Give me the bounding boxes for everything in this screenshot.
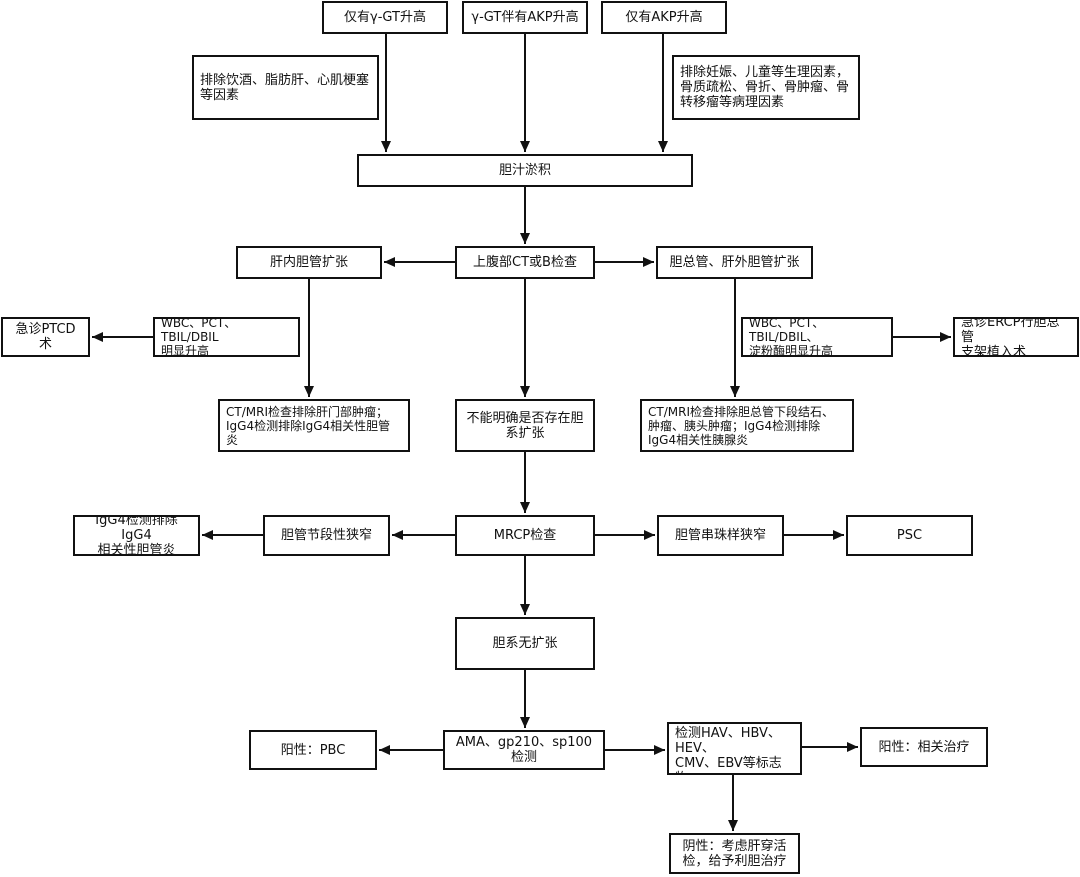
node-positive-related: 阳性：相关治疗 xyxy=(860,727,988,767)
node-ercp-label: 急诊ERCP行胆总管 支架植入术 xyxy=(961,317,1060,357)
node-ggt-akp: γ-GT伴有AKP升高 xyxy=(462,1,588,34)
node-intrahepatic-dilation: 肝内胆管扩张 xyxy=(236,246,382,279)
node-only-ggt-label: 仅有γ-GT升高 xyxy=(344,10,426,25)
node-uncertain: 不能明确是否存在胆系扩张 xyxy=(455,399,595,452)
node-uncertain-label: 不能明确是否存在胆系扩张 xyxy=(466,410,584,441)
arrow-mrcp-to-segmental-head xyxy=(392,530,403,540)
node-exclude-physio-label: 排除妊娠、儿童等生理因素，骨质疏松、骨折、骨肿瘤、骨转移瘤等病理因素 xyxy=(680,65,850,110)
arrow-ct-to-extrahepatic-head xyxy=(643,257,654,267)
arrow-negative-to-biopsy-head xyxy=(728,820,738,831)
node-mrcp: MRCP检查 xyxy=(455,515,595,556)
arrow-only-akp-to-cholestasis-head xyxy=(658,141,668,152)
arrow-no-dilation-to-ama-head xyxy=(520,717,530,728)
node-psc-label: PSC xyxy=(896,528,923,543)
arrow-ama-to-negative-head xyxy=(654,745,665,755)
arrow-negative-to-related-head xyxy=(847,742,858,752)
arrow-mrcp-to-beaded-head xyxy=(644,530,655,540)
node-ct-mri-left: CT/MRI检查排除肝门部肿瘤； IgG4检测排除IgG4相关性胆管炎 xyxy=(218,399,410,452)
node-ct-exam-label: 上腹部CT或B检查 xyxy=(473,255,577,270)
arrow-ct-to-intrahepatic-head xyxy=(384,257,395,267)
node-positive-pbc: 阳性：PBC xyxy=(249,730,377,770)
node-ggt-akp-label: γ-GT伴有AKP升高 xyxy=(471,10,579,25)
node-psc: PSC xyxy=(846,515,973,556)
node-cholestasis: 胆汁淤积 xyxy=(357,154,693,187)
node-wbc-right-label: WBC、PCT、TBIL/DBIL、 淀粉酶明显升高 xyxy=(749,317,834,357)
node-mrcp-label: MRCP检查 xyxy=(493,528,557,543)
arrow-ct-to-uncertain-head xyxy=(520,386,530,397)
node-negative-biopsy-label: 阴性：考虑肝穿活 检，给予利胆治疗 xyxy=(682,838,787,869)
node-segmental-stricture-label: 胆管节段性狭窄 xyxy=(280,528,372,543)
node-ptcd: 急诊PTCD术 xyxy=(1,317,90,357)
node-ct-mri-right: CT/MRI检查排除胆总管下段结石、 肿瘤、胰头肿瘤；IgG4检测排除 IgG4… xyxy=(640,399,854,452)
node-positive-pbc-label: 阳性：PBC xyxy=(280,742,346,758)
node-exclude-alcohol: 排除饮酒、脂肪肝、心肌梗塞等因素 xyxy=(192,55,379,120)
node-only-akp-label: 仅有AKP升高 xyxy=(625,10,703,25)
node-beaded-stricture-label: 胆管串珠样狭窄 xyxy=(674,528,766,543)
node-igg4-cholangitis: IgG4检测排除IgG4 相关性胆管炎 xyxy=(73,515,200,556)
arrow-segmental-to-igg4-head xyxy=(202,530,213,540)
arrow-mrcp-to-no-dilation-head xyxy=(520,604,530,615)
node-no-dilation: 胆系无扩张 xyxy=(455,617,595,670)
node-ct-mri-right-label: CT/MRI检查排除胆总管下段结石、 肿瘤、胰头肿瘤；IgG4检测排除 IgG4… xyxy=(648,404,834,447)
node-exclude-physio: 排除妊娠、儿童等生理因素，骨质疏松、骨折、骨肿瘤、骨转移瘤等病理因素 xyxy=(672,55,860,120)
arrow-beaded-to-psc-head xyxy=(833,530,844,540)
node-cholestasis-label: 胆汁淤积 xyxy=(498,163,551,178)
arrow-ama-to-pbc-head xyxy=(379,745,390,755)
node-ama-test: AMA、gp210、sp100检测 xyxy=(443,730,605,770)
node-only-akp: 仅有AKP升高 xyxy=(601,1,727,34)
node-intrahepatic-dilation-label: 肝内胆管扩张 xyxy=(269,255,348,270)
node-segmental-stricture: 胆管节段性狭窄 xyxy=(263,515,390,556)
node-ama-test-label: AMA、gp210、sp100检测 xyxy=(455,735,593,765)
node-negative-drug: 阴性：询问用药史， 检测HAV、HBV、HEV、 CMV、EBV等标志物 xyxy=(667,722,802,775)
node-extrahepatic-dilation-label: 胆总管、肝外胆管扩张 xyxy=(669,255,800,270)
node-ptcd-label: 急诊PTCD术 xyxy=(15,322,76,352)
arrow-uncertain-to-mrcp-head xyxy=(520,502,530,513)
node-ct-mri-left-label: CT/MRI检查排除肝门部肿瘤； IgG4检测排除IgG4相关性胆管炎 xyxy=(226,404,391,447)
node-ercp: 急诊ERCP行胆总管 支架植入术 xyxy=(953,317,1079,357)
node-ct-exam: 上腹部CT或B检查 xyxy=(455,246,595,279)
node-exclude-alcohol-label: 排除饮酒、脂肪肝、心肌梗塞等因素 xyxy=(200,72,370,103)
arrow-ggt-akp-to-cholestasis-head xyxy=(520,141,530,152)
arrow-wbc-to-ercp-head xyxy=(940,332,951,342)
node-no-dilation-label: 胆系无扩张 xyxy=(492,636,558,651)
node-wbc-left-label: WBC、PCT、TBIL/DBIL 明显升高 xyxy=(161,317,237,357)
node-negative-drug-label: 阴性：询问用药史， 检测HAV、HBV、HEV、 CMV、EBV等标志物 xyxy=(675,724,792,773)
arrow-only-ggt-to-cholestasis-head xyxy=(381,141,391,152)
node-positive-related-label: 阳性：相关治疗 xyxy=(878,739,970,755)
arrow-cholestasis-to-ct-head xyxy=(520,233,530,244)
node-wbc-right: WBC、PCT、TBIL/DBIL、 淀粉酶明显升高 xyxy=(741,317,893,357)
node-only-ggt: 仅有γ-GT升高 xyxy=(322,1,448,34)
node-beaded-stricture: 胆管串珠样狭窄 xyxy=(657,515,784,556)
arrow-wbc-to-ptcd-head xyxy=(92,332,103,342)
node-igg4-cholangitis-label: IgG4检测排除IgG4 相关性胆管炎 xyxy=(95,515,178,556)
node-wbc-left: WBC、PCT、TBIL/DBIL 明显升高 xyxy=(153,317,300,357)
node-negative-biopsy: 阴性：考虑肝穿活 检，给予利胆治疗 xyxy=(669,833,800,874)
node-extrahepatic-dilation: 胆总管、肝外胆管扩张 xyxy=(656,246,813,279)
